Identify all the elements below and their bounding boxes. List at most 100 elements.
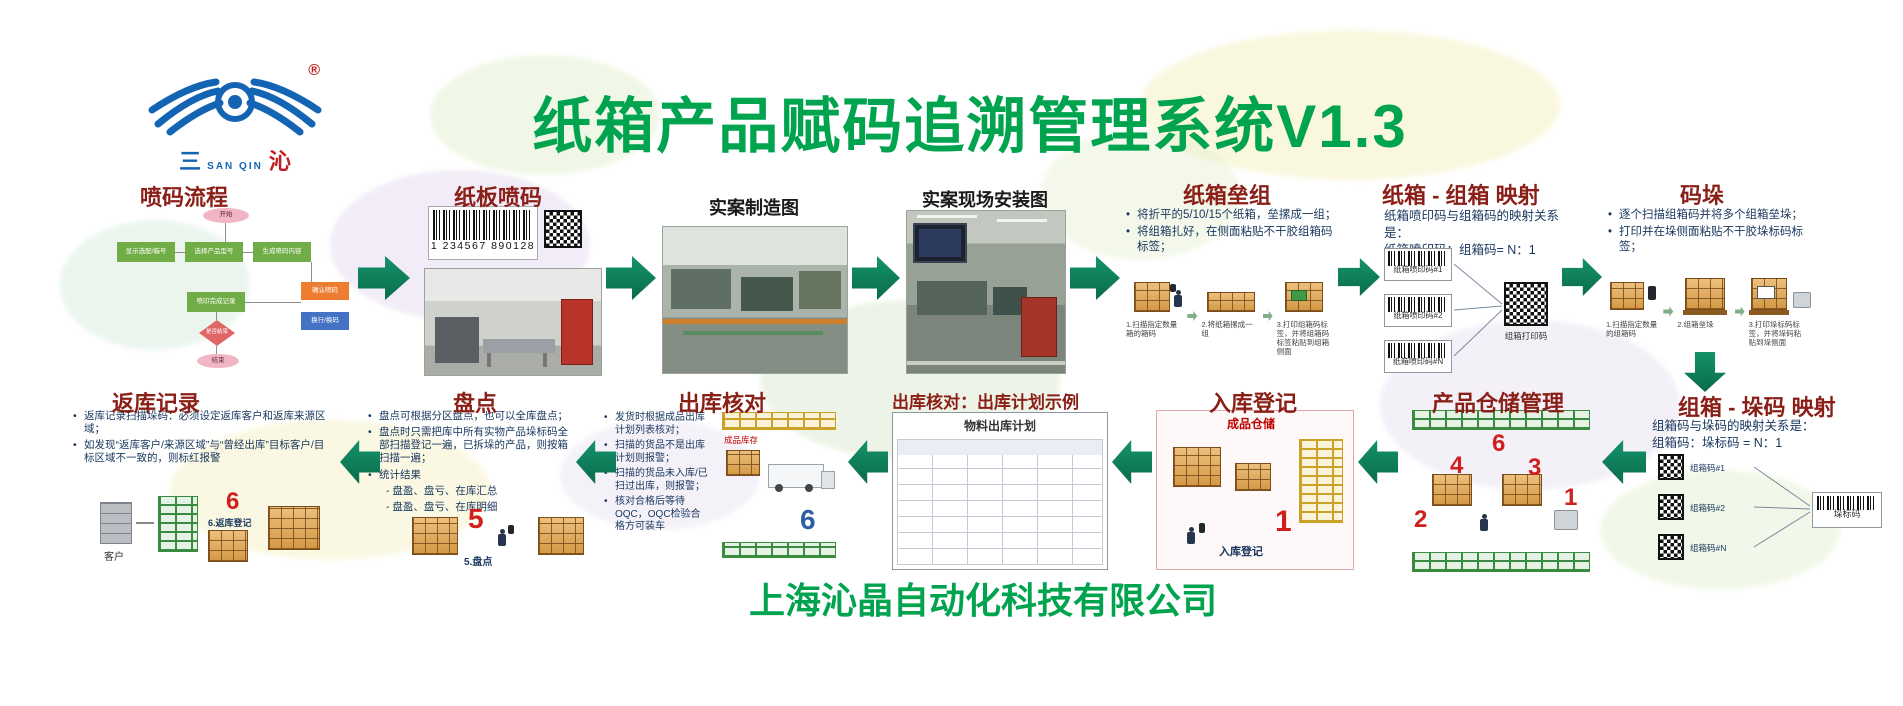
palletizing-bullets: 逐个扫描组箱码并将多个组箱垒垛； 打印并在垛侧面粘贴不干胶垛标码标签； [1608, 208, 1804, 257]
carton-code-label: 纸箱喷印码#1 [1384, 248, 1452, 281]
mapping1-line1: 纸箱喷印码与组箱码的映射关系是： [1384, 209, 1560, 240]
carton-stack [1235, 463, 1271, 491]
group-pallet-mapping-diagram: 组箱码#1 组箱码#2 组箱码#N 垛标码 [1652, 454, 1888, 574]
step: 3.打印组箱码标签，并将组箱码标签粘贴到组箱侧面 [1277, 276, 1334, 356]
outbound-plan-table: 物料出库计划 [892, 412, 1108, 570]
arrow-right-icon [852, 256, 900, 300]
barcode-icon [1817, 496, 1877, 510]
page-title: 纸箱产品赋码追溯管理系统V1.3 [532, 93, 1408, 160]
group-code-text: 组箱码#N [1690, 543, 1727, 553]
shelf-rack [1412, 552, 1590, 572]
qr-code-icon [1658, 454, 1684, 480]
section-title-carton-grouping: 纸箱垒组 [1183, 183, 1272, 208]
step-caption: 2.将纸箱摞成一组 [1201, 320, 1253, 338]
flowchart-node: 选择产品型号 [185, 242, 243, 262]
carton-stack [208, 530, 248, 562]
step-caption: 1.扫描指定数量的组箱码 [1606, 320, 1658, 338]
arrow-right-icon [1070, 256, 1120, 300]
photo-caption-manufacturing: 实案制造图 [709, 198, 799, 218]
stocktaking-diagram: 5 5.盘点 [410, 505, 590, 573]
mini-arrow-icon [1663, 306, 1674, 317]
inkjet-machine-photo [424, 268, 602, 376]
section-title-inbound-registration: 入库登记 [1209, 391, 1298, 416]
group-print-code-label: 组箱打印码 [1504, 331, 1548, 341]
carton-stack [538, 517, 584, 555]
carton-code-label: 纸箱喷印码#N [1384, 340, 1452, 373]
inbound-registration-diagram: 成品仓储 入库登记 1 [1156, 410, 1354, 570]
inbound-register-label: 入库登记 [1219, 546, 1263, 558]
group-code-text: 组箱码#1 [1690, 463, 1725, 473]
stock-label: 成品库存 [724, 435, 759, 445]
arrow-right-icon [606, 256, 656, 300]
step-number: 5 [468, 503, 484, 534]
step-number: 6 [1492, 430, 1506, 457]
barcode-icon [1388, 343, 1448, 358]
bullet-item: 将折平的5/10/15个纸箱，垒摞成一组； [1126, 208, 1338, 223]
carton-stack [1610, 282, 1644, 310]
outbound-check-diagram: 成品库存 6 [716, 412, 842, 564]
shelf-rack [1412, 410, 1590, 430]
qr-code-icon [1504, 282, 1548, 326]
company-name: 上海沁晶自动化科技有限公司 [748, 580, 1217, 621]
bullet-item: 统计结果 [368, 469, 572, 482]
barcode-number: 1 234567 890128 [430, 240, 536, 252]
worker-icon [1174, 290, 1182, 307]
background-blob [1600, 470, 1840, 590]
step: 3.打印垛标码标签，并将垛码粘贴到垛侧面 [1748, 276, 1811, 347]
step-caption: 3.打印垛标码标签，并将垛码粘贴到垛侧面 [1748, 320, 1802, 347]
photo-caption-installation: 实案现场安装图 [922, 190, 1048, 210]
carton-code-text: 纸箱喷印码#N [1392, 357, 1444, 366]
stocktaking-caption: 5.盘点 [464, 557, 493, 568]
carton-stack [1173, 447, 1221, 487]
bullet-item: 扫描的货品不是出库计划则报警； [604, 440, 708, 465]
step-number: 6 [800, 504, 816, 535]
section-title-carton-group-mapping: 纸箱 - 组箱 映射 [1382, 183, 1540, 208]
carton-grouping-steps: 1.扫描指定数量箱的箱码 2.将纸箱摞成一组 3.打印组箱码标签，并将组箱码标签… [1126, 276, 1334, 356]
section-title-palletizing: 码垛 [1680, 183, 1725, 208]
arrow-left-icon [1358, 440, 1398, 484]
mini-arrow-icon [1734, 306, 1745, 317]
bullet-item: 盘点时只需把库中所有实物产品垛标码全部扫描登记一遍，已拆垛的产品，则按箱扫描一遍… [368, 426, 572, 465]
registered-mark: ® [308, 62, 320, 79]
bullet-item: 打印并在垛侧面粘贴不干胶垛标码标签； [1608, 225, 1804, 254]
step-caption: 2.组箱垒垛 [1677, 320, 1714, 329]
manufacturing-site-photo [662, 226, 848, 374]
logo-text-cn-right: 沁 [268, 149, 291, 174]
stocktaking-bullets: 盘点可根据分区盘点，也可以全库盘点； 盘点时只需把库中所有实物产品垛标码全部扫描… [368, 410, 572, 517]
flowchart-node: 换行/换码 [301, 312, 349, 330]
bullet-item: 发货时根据成品出库计划列表核对； [604, 412, 708, 437]
flowchart-node: 喷印完成记录 [187, 292, 245, 312]
pallet [1683, 310, 1728, 315]
printer-icon [1792, 292, 1811, 308]
carton-stack [1502, 474, 1542, 506]
section-title-warehouse-management: 产品仓储管理 [1432, 391, 1565, 416]
bullet-item: 返库记录扫描垛码：必须设定返库客户和返库来源区域； [73, 410, 331, 436]
step: 1.扫描指定数量的组箱码 [1606, 276, 1659, 347]
section-title-stocktaking: 盘点 [453, 391, 498, 416]
scanner-icon [1648, 286, 1656, 300]
carton-grouping-bullets: 将折平的5/10/15个纸箱，垒摞成一组； 将组箱扎好，在侧面粘贴不干胶组箱码标… [1126, 208, 1338, 257]
flowchart-node: 显示选配/箱号 [117, 242, 175, 262]
worker-icon [498, 529, 506, 546]
barcode-icon [433, 210, 533, 240]
section-title-group-pallet-mapping: 组箱 - 垛码 映射 [1678, 395, 1836, 420]
bullet-item: 核对合格后等待OQC，OQC检验合格方可装车 [604, 496, 708, 534]
logo-text-cn-left: 三 [179, 149, 202, 174]
barcode-card: 1 234567 890128 [428, 206, 538, 260]
company-logo: ® 三 SAN QIN 沁 [140, 62, 330, 186]
sub-bullet-item: - 盘盈、盘亏、在库明细 [386, 500, 498, 513]
carton-group-mapping-diagram: 纸箱喷印码#1 纸箱喷印码#2 纸箱喷印码#N 组箱打印码 [1384, 248, 1556, 378]
carton-stack [1432, 474, 1472, 506]
palletizing-steps: 1.扫描指定数量的组箱码 2.组箱垒垛 3.打印垛标码标签，并将垛码粘贴到垛侧面 [1606, 276, 1811, 347]
outbound-check-bullets: 发货时根据成品出库计划列表核对； 扫描的货品不是出库计划则报警； 扫描的货品未入… [604, 412, 708, 537]
bullet-item: 将组箱扎好，在侧面粘贴不干胶组箱码标签； [1126, 225, 1338, 254]
bullet-item: 盘点可根据分区盘点，也可以全库盘点； [368, 410, 572, 423]
return-record-bullets: 返库记录扫描垛码：必须设定返库客户和返库来源区域； 如发现“返库客户/来源区域”… [73, 410, 331, 469]
group-code-label [1290, 290, 1307, 301]
worker-icon [1480, 514, 1488, 531]
step: 1.扫描指定数量箱的箱码 [1126, 276, 1183, 356]
truck-icon [768, 464, 835, 492]
wings-logo-icon [148, 78, 322, 136]
arrow-down-icon [1684, 352, 1726, 392]
